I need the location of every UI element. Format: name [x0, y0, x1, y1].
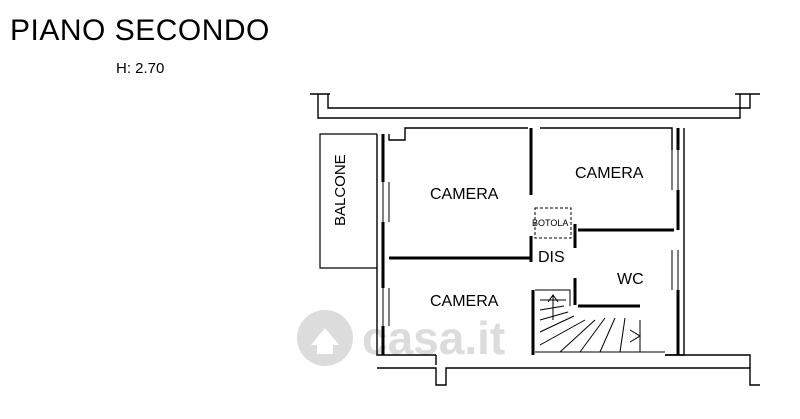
watermark: casa.it: [297, 310, 505, 366]
room-label-wc: WC: [617, 271, 644, 288]
balcony: [319, 133, 377, 269]
house-icon: [297, 310, 353, 366]
room-label-camera-3: CAMERA: [430, 293, 499, 310]
room-label-camera-1: CAMERA: [430, 186, 499, 203]
room-label-botola: BOTOLA: [532, 218, 568, 228]
walls: [310, 93, 760, 386]
plan-title: PIANO SECONDO: [10, 14, 270, 47]
room-label-dis: DIS: [538, 249, 565, 266]
room-label-camera-2: CAMERA: [575, 165, 644, 182]
ceiling-height-label: H: 2.70: [116, 60, 165, 77]
room-label-balcone: BALCONE: [332, 154, 349, 226]
wall-fills: [381, 128, 680, 355]
hatch-outline: [534, 207, 572, 239]
staircase: [535, 289, 665, 353]
windows: [376, 150, 685, 326]
